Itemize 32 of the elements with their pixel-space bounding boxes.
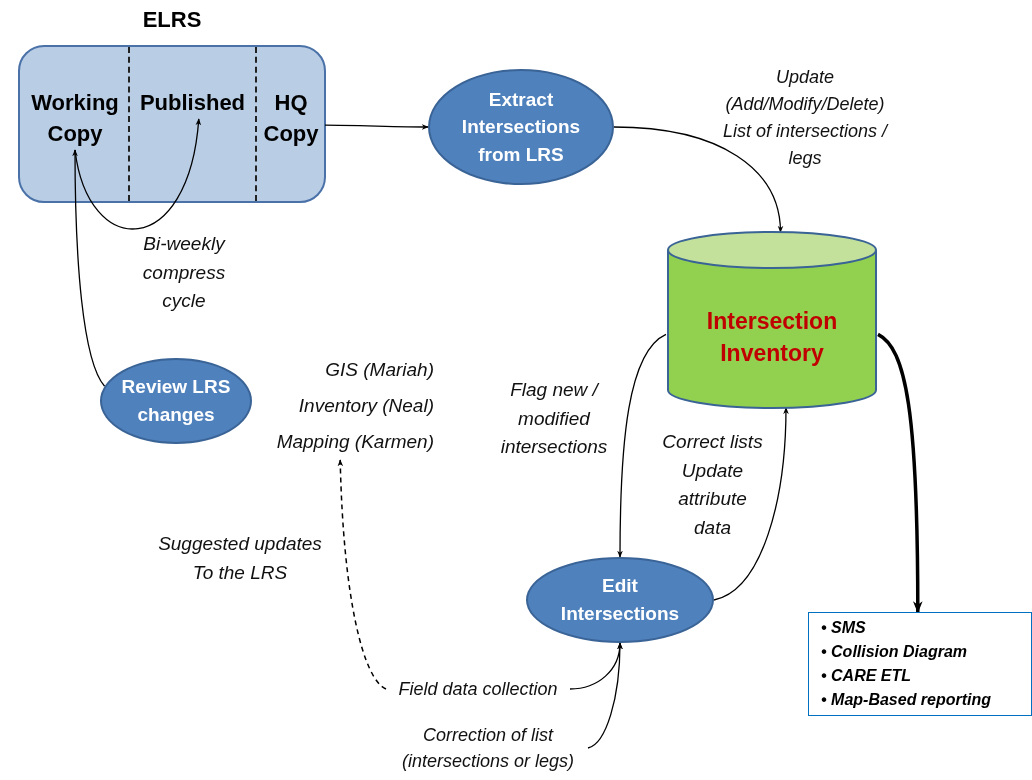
list-item: • SMS	[821, 618, 867, 638]
arrow	[713, 407, 789, 601]
list-item: • Map-Based reporting	[821, 690, 993, 710]
list-item: • CARE ETL	[821, 666, 913, 686]
node-label: Review LRS changes	[120, 375, 232, 427]
list-item: • Collision Diagram	[821, 642, 969, 662]
edge-label: Bi-weekly compress cycle	[141, 232, 227, 313]
arrow	[617, 333, 667, 558]
compartment-label: Working Copy	[22, 88, 128, 150]
arrow	[337, 459, 387, 690]
node-label: Edit Intersections	[559, 574, 681, 626]
arrow	[72, 149, 106, 387]
edge-label: Correct lists Update attribute data	[661, 430, 764, 540]
arrow	[877, 332, 923, 614]
compartment-label: Published	[130, 88, 255, 119]
output-list-box	[808, 612, 1032, 716]
annotation-text: Inventory (Neal)	[298, 394, 434, 419]
annotation-text: Correction of list (intersections or legs)	[400, 724, 576, 774]
arrow	[324, 124, 429, 130]
arrow	[74, 118, 201, 230]
edge-label: Flag new / modified intersections	[499, 378, 609, 459]
annotation-text: Mapping (Karmen)	[276, 430, 434, 455]
edge-label: Suggested updates To the LRS	[157, 532, 323, 585]
annotation-text: Field data collection	[398, 678, 558, 701]
arrow	[613, 126, 783, 233]
annotation-text: GIS (Mariah)	[325, 358, 434, 382]
compartment-label: HQ Copy	[257, 88, 325, 150]
box-heading: ELRS	[141, 6, 203, 34]
node-label: Intersection Inventory	[705, 306, 839, 368]
edge-label: Update (Add/Modify/Delete) List of intersections / legs	[721, 66, 890, 170]
node-label: Extract Intersections from LRS	[460, 87, 582, 167]
arrow	[587, 642, 623, 749]
